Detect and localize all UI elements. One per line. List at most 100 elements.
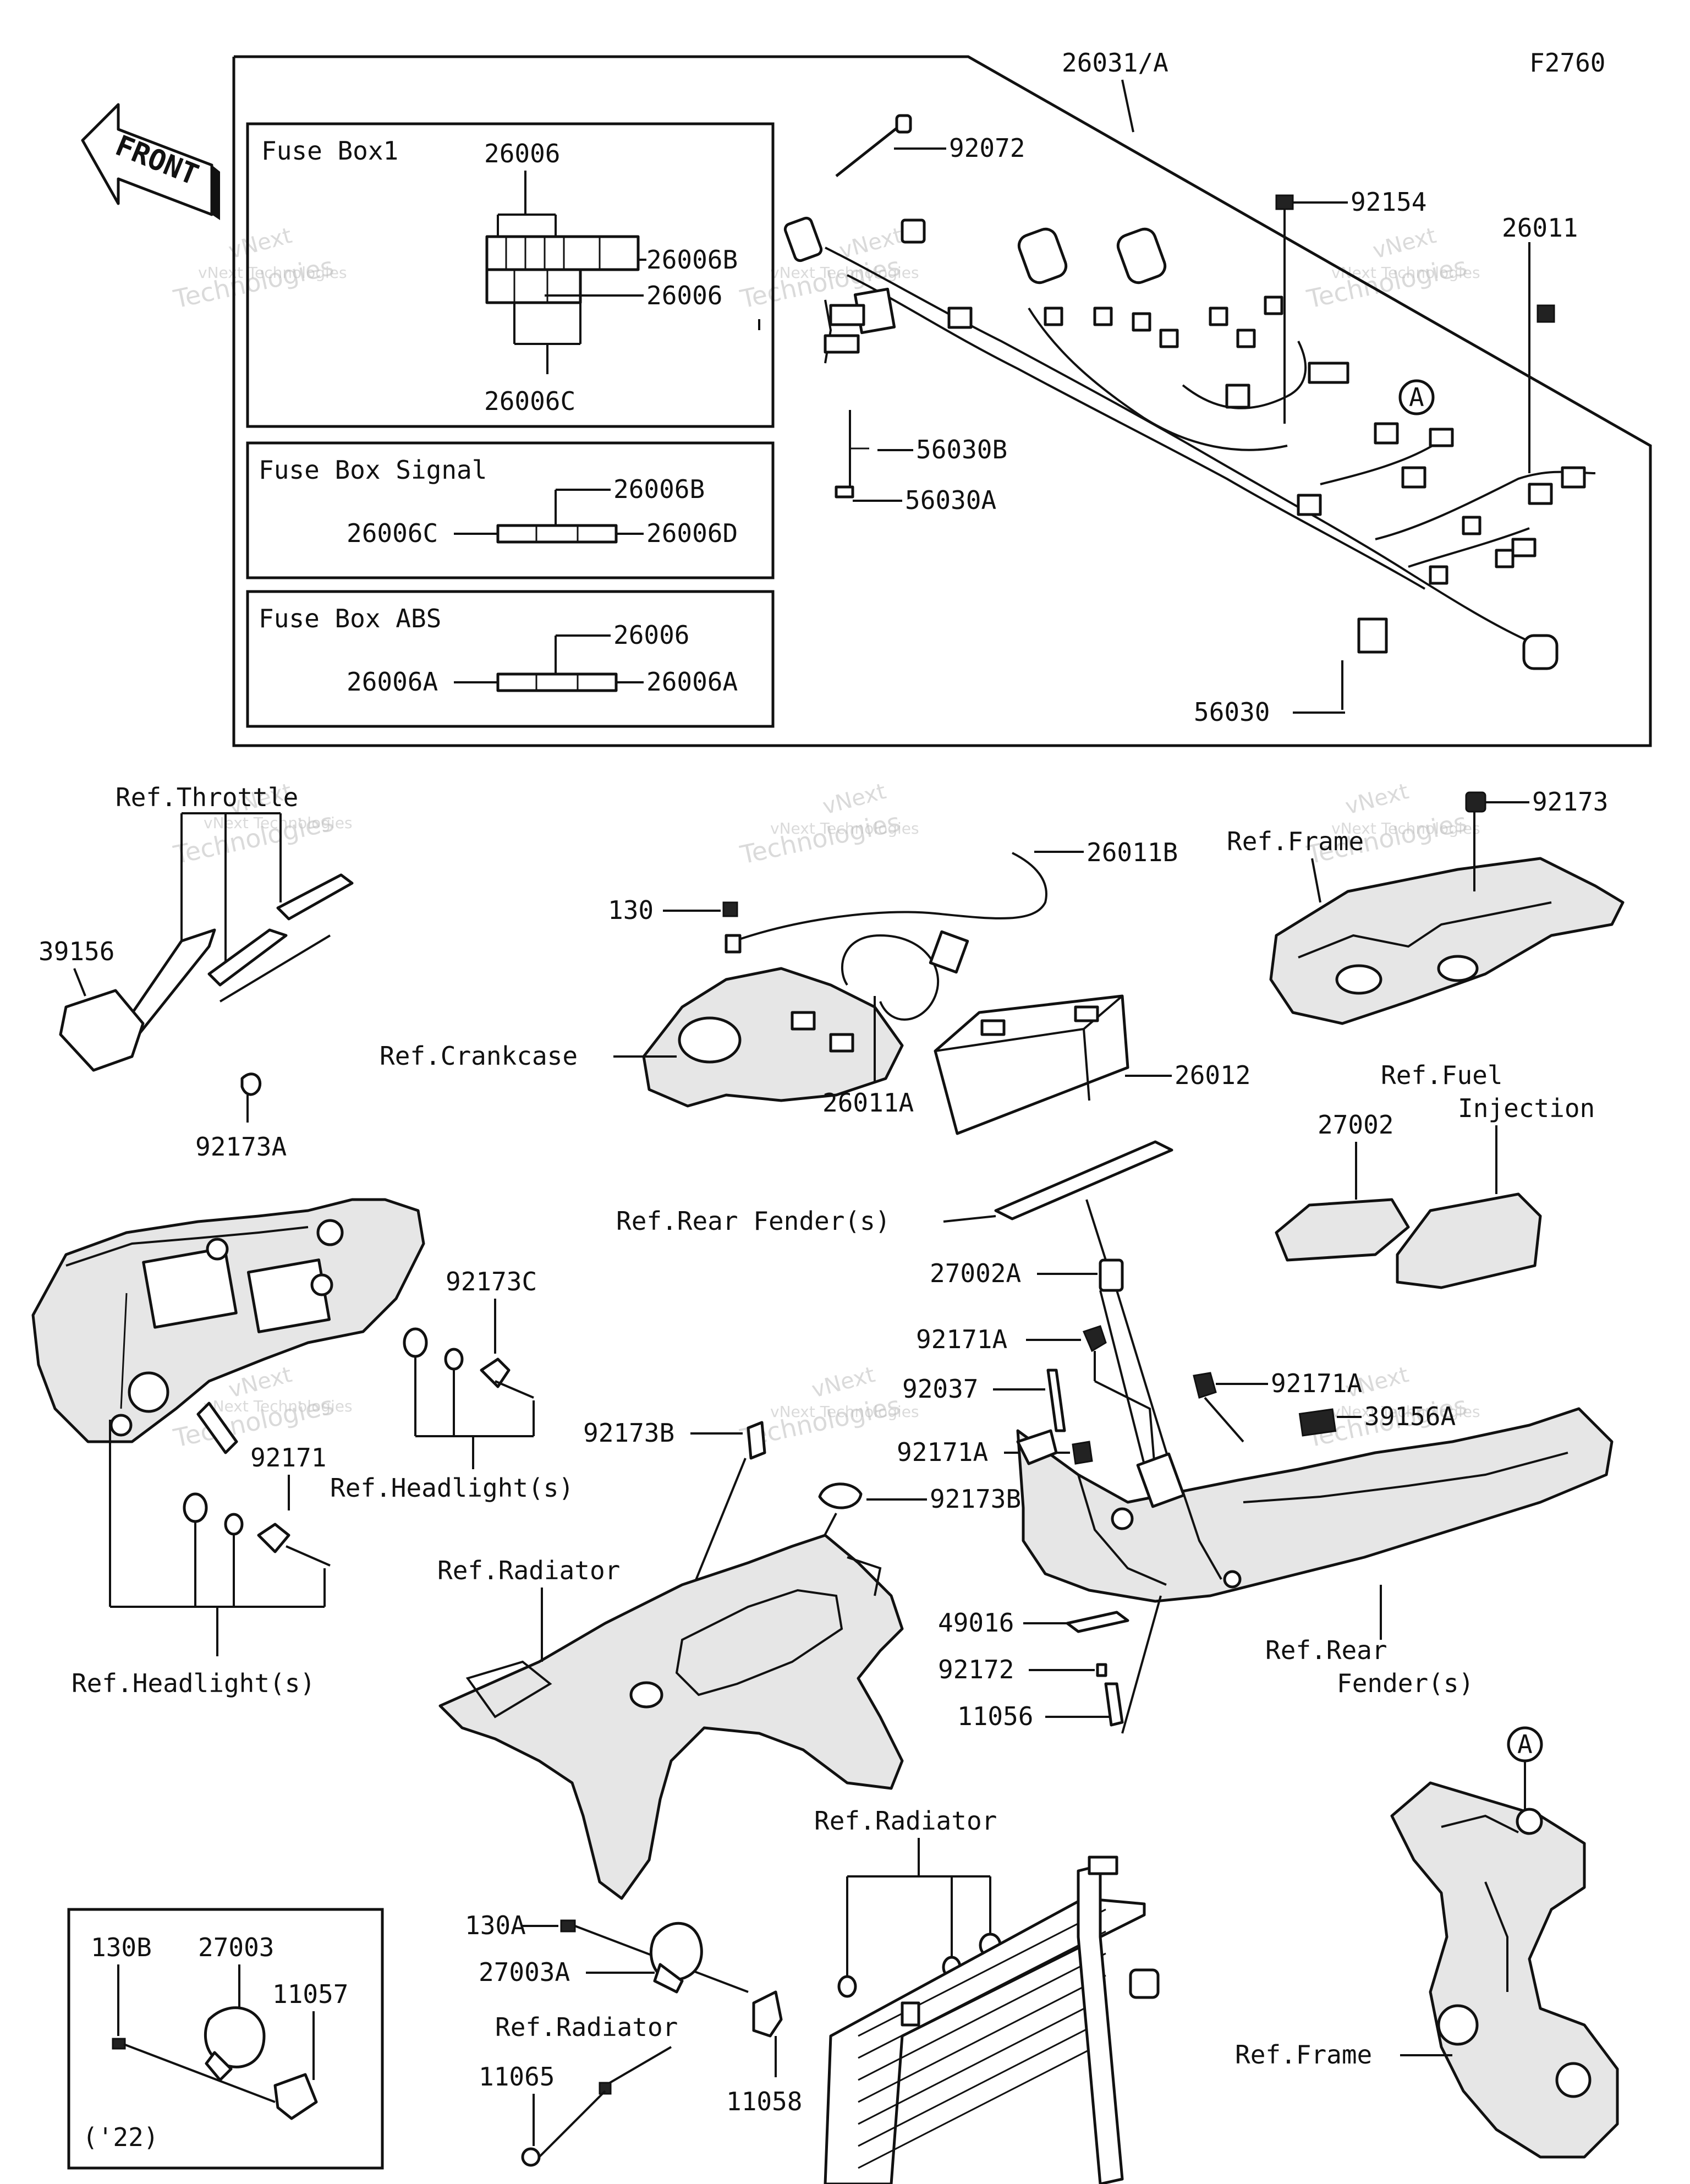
part-label: 92072 [949, 133, 1025, 163]
fuse-label: 26006A [646, 667, 738, 697]
watermark-text: vNext [226, 223, 295, 264]
watermark-text: vNext [1343, 779, 1412, 820]
part-label: 92173B [583, 1418, 674, 1448]
front-arrow-icon: FRONT [81, 103, 220, 220]
part-label: 26011B [1087, 838, 1178, 867]
part-label: 92172 [938, 1655, 1014, 1684]
part-label: 92173A [195, 1132, 287, 1162]
frame-top-section: Ref.Frame 92173 [1227, 787, 1625, 1025]
frame-bottom-section: A Ref.Frame [1235, 1726, 1619, 2159]
watermark-text: Technologies [171, 251, 336, 314]
fuse-label: 26006 [484, 139, 560, 168]
fuse-label: 26006 [646, 281, 722, 310]
fuse-label: 26006C [347, 518, 438, 548]
part-label: 92037 [902, 1374, 978, 1404]
reference-label: Ref.Radiator [495, 2012, 678, 2042]
callout-a-label: A [1409, 382, 1424, 412]
reference-label: Ref.Throttle [116, 782, 298, 812]
part-label: 27002A [930, 1258, 1021, 1288]
main-wiring-harness: 26031/A [758, 48, 1596, 670]
fuse-box-1-panel: Fuse Box1 26006 26006B 26006 26006C [246, 122, 775, 428]
watermark-text: vNext Technologies [198, 264, 347, 282]
part-label: 11058 [726, 2087, 802, 2116]
part-label: 56030B [916, 435, 1007, 464]
watermark-text: vNext Technologies [770, 264, 919, 282]
part-label: 11057 [272, 1979, 348, 2009]
reference-label: Ref.Headlight(s) [72, 1668, 315, 1698]
watermark-text: vNext Technologies [770, 1403, 919, 1421]
watermark-text: vNext Technologies [770, 819, 919, 838]
reference-label: Ref.Fuel [1381, 1060, 1503, 1090]
reference-label: Fender(s) [1337, 1668, 1474, 1698]
reference-label: Injection [1458, 1093, 1595, 1123]
part-92072: 92072 [835, 114, 1025, 177]
harness-frame [232, 55, 1652, 747]
rear-fender-section: 27002A 92171A 92037 92171A 39156A 92171A [897, 1199, 1614, 1734]
part-label: 92173 [1532, 787, 1608, 817]
part-label: 92171A [916, 1324, 1007, 1354]
part-label: 56030A [905, 485, 996, 515]
part-label: 11065 [479, 2062, 555, 2092]
part-label: 130 [608, 895, 654, 925]
part-26011: 26011 [1502, 213, 1578, 473]
watermark-text: vNext [1370, 223, 1439, 264]
part-56030-group: 56030B 56030A 56030 [835, 410, 1388, 727]
part-label: 49016 [938, 1608, 1014, 1638]
reference-label: Ref.Crankcase [380, 1041, 578, 1071]
part-label: 56030 [1194, 697, 1270, 727]
horn-section: 130A 27003A Ref.Radiator 11058 11065 [465, 1911, 802, 2167]
part-label: 11056 [957, 1701, 1033, 1731]
battery-section: 26011B 130 Ref.Crankcase 26011A 26012 Re… [380, 838, 1250, 1236]
watermark-text: vNext Technologies [204, 814, 353, 832]
part-label: 26011 [1502, 213, 1578, 243]
watermark-text: vNext Technologies [1331, 819, 1480, 838]
fuel-injection-section: Ref.Fuel Injection 27002 [1275, 1060, 1595, 1289]
reference-label: Ref.Radiator [437, 1556, 620, 1585]
fuse-label: 26006A [347, 667, 438, 697]
headlight-section: 92173C Ref.Headlight(s) 92171 Ref.Headli… [31, 1198, 574, 1698]
inset-2022-box: 130B 27003 11057 ('22) [67, 1908, 384, 2170]
fuse-label: 26006B [646, 245, 738, 275]
fuse-box-1-title: Fuse Box1 [261, 136, 398, 166]
diagram-code: F2760 [1529, 48, 1605, 78]
reference-label: Ref.Radiator [814, 1806, 997, 1836]
fuse-label: 26006D [646, 518, 738, 548]
part-label: 92171A [1271, 1369, 1362, 1398]
part-label: 92173C [446, 1267, 537, 1296]
part-label: 92171A [897, 1437, 988, 1467]
radiator-section: Ref.Radiator [814, 1806, 1160, 2184]
part-label: 130B [91, 1933, 152, 1962]
part-label: 26011A [822, 1088, 914, 1118]
part-label: 27003 [198, 1933, 274, 1962]
fuse-box-signal-title: Fuse Box Signal [259, 455, 487, 485]
part-label: 27003A [479, 1957, 570, 1987]
part-label: 92173B [930, 1484, 1021, 1514]
part-label: 26012 [1175, 1060, 1250, 1090]
part-label: 92171 [250, 1443, 326, 1473]
radiator-cover-section: 92173B 92173B Ref.Radiator [437, 1418, 1021, 1900]
throttle-section: Ref.Throttle 39156 92173A [39, 782, 354, 1162]
fuse-box-abs-title: Fuse Box ABS [259, 604, 441, 633]
fuse-box-abs-panel: Fuse Box ABS 26006 26006A 26006A [246, 590, 775, 728]
fuse-label: 26006C [484, 386, 575, 416]
reference-label: Ref.Rear [1265, 1635, 1387, 1665]
watermark-text: vNext Technologies [204, 1397, 353, 1415]
part-label: 92154 [1351, 187, 1426, 217]
year-note: ('22) [83, 2122, 158, 2152]
fuse-label: 26006 [613, 620, 689, 650]
fuse-box-signal-panel: Fuse Box Signal 26006B 26006C 26006D [246, 441, 775, 579]
reference-label: Ref.Frame [1235, 2040, 1372, 2070]
part-label: 27002 [1318, 1110, 1393, 1140]
reference-label: Ref.Headlight(s) [330, 1473, 574, 1503]
part-label: 39156 [39, 937, 114, 966]
part-label: 130A [465, 1911, 526, 1940]
part-label: 39156A [1364, 1402, 1456, 1431]
callout-a-label: A [1517, 1729, 1533, 1759]
part-92154: 92154 [1275, 187, 1426, 424]
radiator-fins [858, 1908, 1106, 2169]
watermark-text: Technologies [737, 807, 903, 870]
reference-label: Ref.Frame [1227, 826, 1364, 856]
fuse-label: 26006B [613, 474, 705, 504]
callout-a [1398, 379, 1435, 415]
